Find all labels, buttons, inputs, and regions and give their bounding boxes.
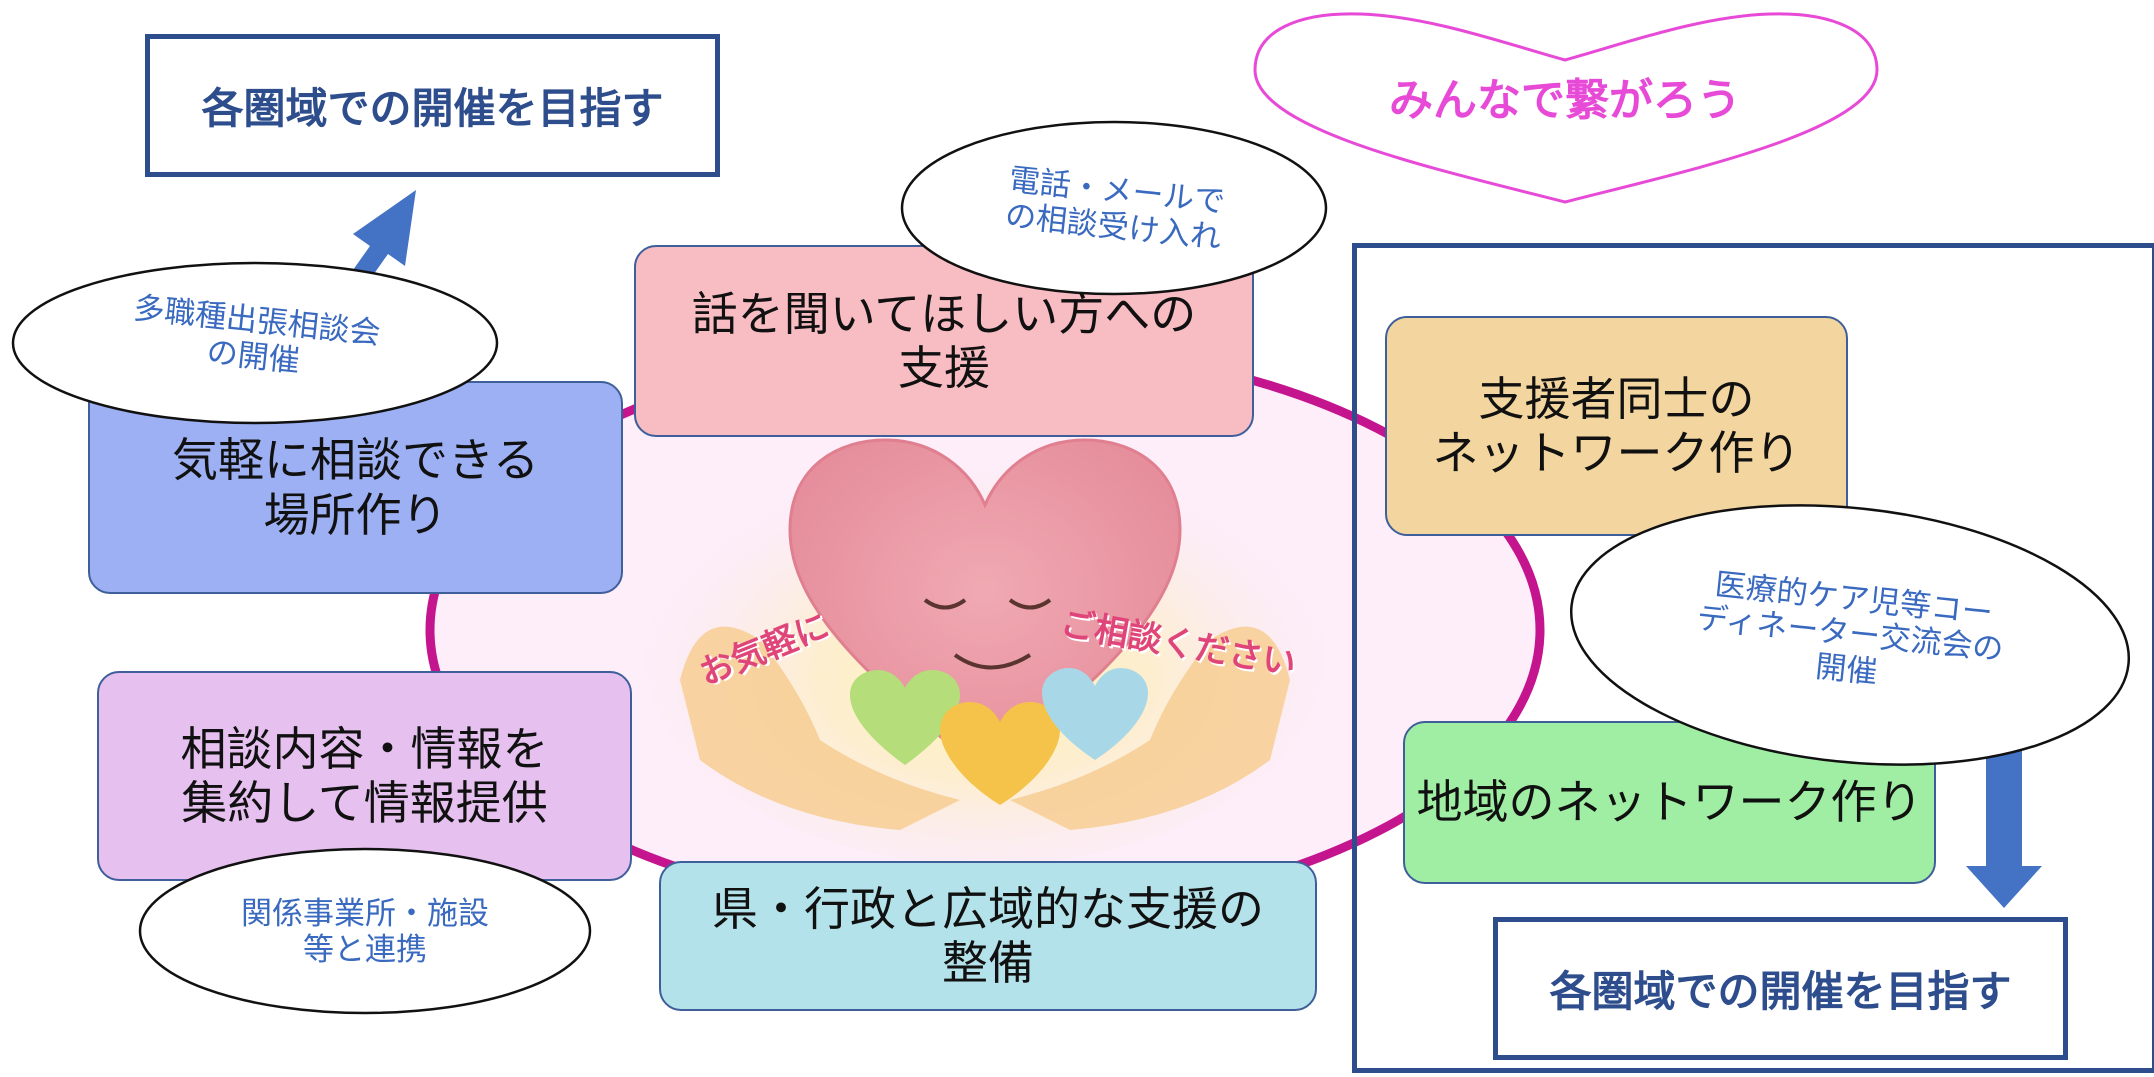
left-hand (680, 626, 960, 830)
heart-eye-left (923, 598, 967, 610)
right-network-frame (1352, 243, 2154, 1073)
heart-mouth (953, 653, 1032, 670)
box-listen-support: 話を聞いてほしい方への 支援 (634, 245, 1254, 437)
arrow-up-icon (326, 190, 416, 316)
box-info-collect: 相談内容・情報を 集約して情報提供 (97, 671, 632, 881)
goal-box-bottom-right: 各圏域での開催を目指す (1493, 917, 2068, 1060)
big-heart-icon (788, 438, 1182, 778)
box-regional-network: 地域のネットワーク作り (1403, 721, 1936, 884)
box-prefecture: 県・行政と広域的な支援の 整備 (659, 861, 1317, 1011)
small-heart-blue-icon (1042, 668, 1148, 760)
box-supporter-network: 支援者同士の ネットワーク作り (1385, 316, 1848, 536)
arrow-down-icon (1966, 742, 2042, 908)
right-hand (1010, 626, 1290, 830)
heart-banner-text: みんなで繋がろう (1389, 75, 1741, 126)
small-heart-green-icon (850, 670, 960, 765)
heart-eye-right (1008, 598, 1052, 610)
box-consult-place: 気軽に相談できる 場所作り (88, 381, 623, 594)
goal-box-top-left: 各圏域での開催を目指す (145, 34, 720, 177)
oval-related-offices-text: 関係事業所・施設 等と連携 (241, 895, 489, 968)
small-heart-yellow-icon (940, 702, 1060, 805)
